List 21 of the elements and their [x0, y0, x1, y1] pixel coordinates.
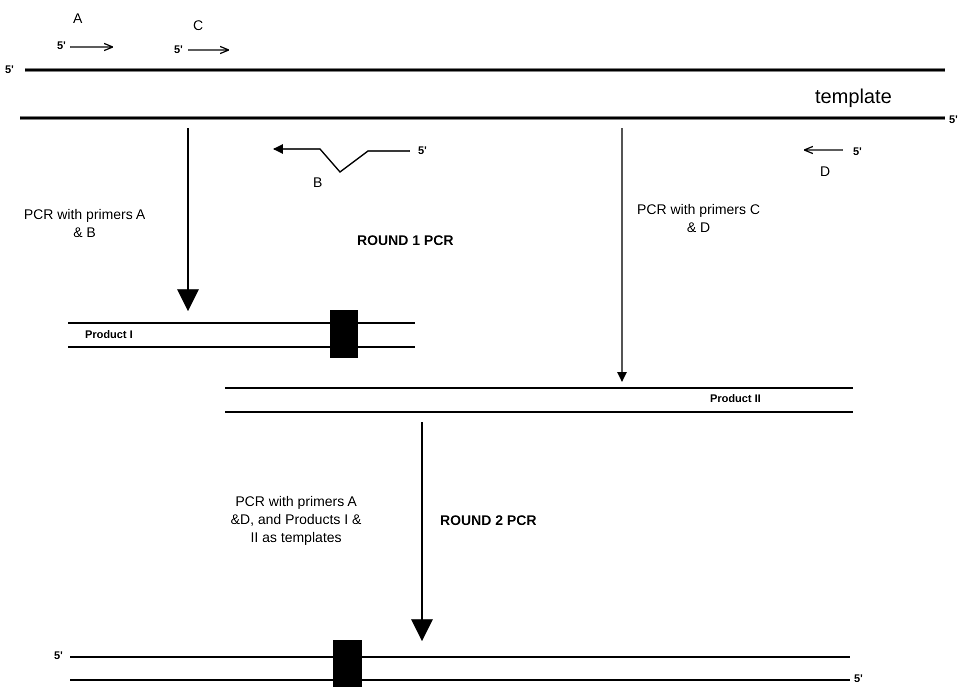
step-title: ROUND 2 PCR [440, 512, 536, 528]
step-title: ROUND 1 PCR [357, 232, 454, 248]
strand-end-label: 5' [57, 40, 66, 52]
strand-end-label: 5' [949, 114, 958, 126]
strand-end-label: 5' [853, 146, 862, 158]
strand-label: Product II [710, 393, 761, 405]
strand-end-label: 5' [174, 44, 183, 56]
arrow [617, 128, 627, 382]
strand-end-label: 5' [54, 650, 63, 662]
strand-end-label: 5' [5, 64, 14, 76]
primer-name: C [193, 17, 204, 33]
strand-end-label: 5' [418, 145, 427, 157]
arrow [177, 128, 199, 312]
dna-duplex [68, 310, 415, 358]
arrow [411, 422, 433, 642]
primer-name: A [73, 10, 82, 26]
strand-end-label: 5' [854, 673, 863, 685]
strand-label: Product I [85, 329, 133, 341]
primer-name: B [313, 174, 322, 190]
primer-name: D [820, 163, 830, 179]
strand-label: template [815, 86, 892, 109]
